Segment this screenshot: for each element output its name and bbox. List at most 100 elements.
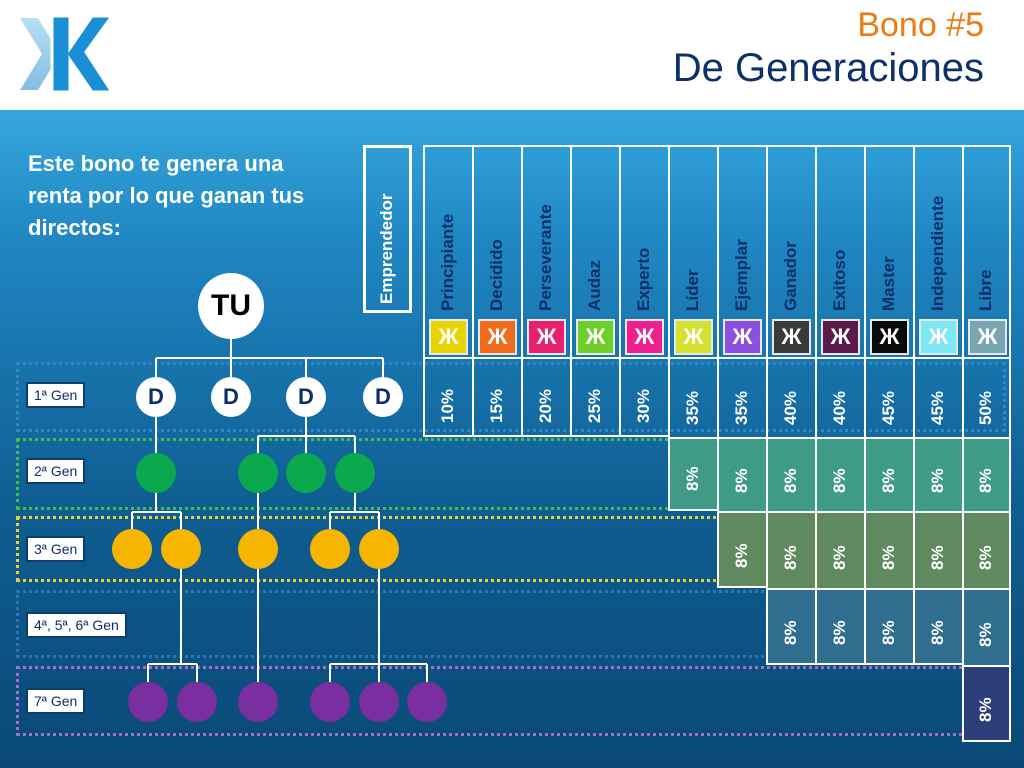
rank-badge-icon: Ж (674, 319, 713, 355)
rank-name: Emprendedor (376, 193, 396, 304)
intro-text: Este bono te genera una renta por lo que… (28, 151, 305, 240)
gen1-rate-cell: 35% (668, 357, 717, 437)
rate-value: 45% (927, 390, 947, 425)
gen1-rate-cell: 20% (521, 357, 570, 437)
rank-name: Perseverante (535, 204, 555, 311)
rate-value: 8% (829, 620, 849, 645)
gen1-rate-cell: 50% (962, 357, 1011, 437)
gen7-node (310, 682, 350, 722)
gen-label-2: 2ª Gen (26, 458, 86, 484)
rate-value: 40% (780, 390, 800, 425)
gen3-node (359, 529, 399, 569)
gen2-node (238, 453, 278, 493)
rank-name: Independiente (927, 195, 947, 311)
gen3-node (310, 529, 350, 569)
rate-value: 35% (682, 390, 702, 425)
gen2-node (136, 453, 176, 493)
rate-value: 50% (975, 390, 995, 425)
gen7-rate-cell: 8% (962, 665, 1011, 742)
gen4-6-rate-cell: 8% (962, 588, 1011, 665)
rank-name: Exitoso (829, 249, 849, 311)
rate-value: 8% (927, 620, 947, 645)
rate-value: 10% (437, 388, 457, 423)
root-node-tu: TU (198, 273, 264, 339)
gen3-node (112, 529, 152, 569)
gen2-rate-cell: 8% (766, 437, 815, 511)
gen3-rate-cell: 8% (962, 511, 1011, 588)
rate-value: 35% (731, 390, 751, 425)
rank-header-emprendedor: Emprendedor (363, 145, 412, 313)
gen7-node (359, 682, 399, 722)
k-logo-icon (20, 14, 115, 94)
gen2-rate-cell: 8% (668, 437, 717, 511)
gen1-band (16, 362, 1006, 432)
rate-value: 40% (829, 390, 849, 425)
gen-label-1: 1ª Gen (26, 382, 86, 408)
rate-value: 8% (682, 466, 702, 491)
slide-title-bonus: Bono #5 (857, 6, 984, 44)
gen3-rate-cell: 8% (766, 511, 815, 588)
rank-name: Ganador (780, 241, 800, 311)
rank-name: Principiante (437, 213, 457, 311)
rank-badge-icon: Ж (723, 319, 762, 355)
gen7-node (128, 682, 168, 722)
rate-value: 8% (780, 468, 800, 493)
gen3-rate-cell: 8% (717, 511, 766, 588)
gen-label-3: 3ª Gen (26, 536, 86, 562)
rate-value: 8% (731, 468, 751, 493)
gen3-rate-cell: 8% (913, 511, 962, 588)
rate-value: 8% (829, 468, 849, 493)
gen-label-7: 7ª Gen (26, 688, 86, 714)
direct-node: D (211, 377, 251, 417)
gen4-6-rate-cell: 8% (815, 588, 864, 665)
rank-badge-icon: Ж (625, 319, 664, 355)
rank-badge-icon: Ж (919, 319, 958, 355)
gen1-rate-cell: 10% (423, 357, 472, 437)
gen2-rate-cell: 8% (962, 437, 1011, 511)
direct-node: D (286, 377, 326, 417)
rank-badge-icon: Ж (968, 319, 1007, 355)
rank-badge-icon: Ж (870, 319, 909, 355)
gen2-rate-cell: 8% (864, 437, 913, 511)
rank-badge-icon: Ж (478, 319, 517, 355)
slide-title-name: De Generaciones (672, 46, 984, 90)
gen1-rate-cell: 45% (913, 357, 962, 437)
rank-badge-icon: Ж (821, 319, 860, 355)
gen7-node (238, 682, 278, 722)
gen2-rate-cell: 8% (913, 437, 962, 511)
gen4-6-rate-cell: 8% (913, 588, 962, 665)
gen4-6-rate-cell: 8% (864, 588, 913, 665)
rate-value: 8% (975, 622, 995, 647)
rate-value: 8% (829, 545, 849, 570)
gen2-rate-cell: 8% (717, 437, 766, 511)
gen2-node (335, 453, 375, 493)
gen1-rate-cell: 40% (815, 357, 864, 437)
rate-value: 25% (584, 388, 604, 423)
rank-badge-icon: Ж (429, 319, 468, 355)
gen7-node (177, 682, 217, 722)
rate-value: 8% (878, 468, 898, 493)
rate-value: 15% (486, 388, 506, 423)
gen3-rate-cell: 8% (815, 511, 864, 588)
rate-value: 20% (535, 388, 555, 423)
gen1-rate-cell: 15% (472, 357, 521, 437)
rank-name: Líder (682, 269, 702, 311)
rate-value: 8% (927, 545, 947, 570)
rank-name: Master (878, 256, 898, 311)
gen3-node (238, 529, 278, 569)
gen2-rate-cell: 8% (815, 437, 864, 511)
rate-value: 8% (878, 545, 898, 570)
rate-value: 8% (927, 468, 947, 493)
rate-value: 8% (975, 545, 995, 570)
